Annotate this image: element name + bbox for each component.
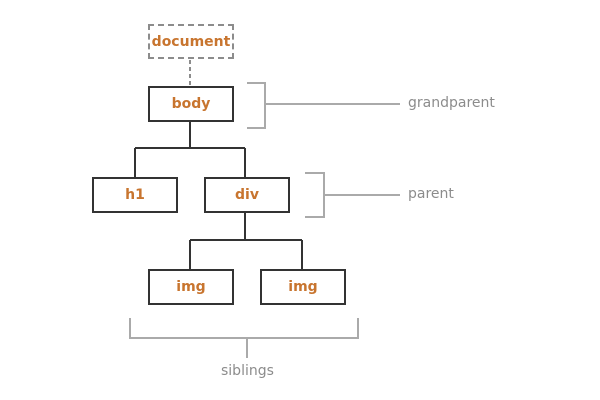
grandparent-label: grandparent [408, 95, 495, 111]
div-node: div [204, 177, 290, 213]
parent-label: parent [408, 186, 454, 202]
img-right-node: img [260, 269, 346, 305]
body-node: body [148, 86, 234, 122]
siblings-label: siblings [221, 363, 274, 379]
h1-node-label: h1 [125, 187, 145, 203]
img-right-node-label: img [288, 279, 318, 295]
img-left-node-label: img [176, 279, 206, 295]
grandparent-bracket [247, 82, 266, 129]
siblings-bracket [129, 318, 359, 339]
body-node-label: body [171, 96, 211, 112]
parent-bracket [305, 172, 325, 218]
div-node-label: div [235, 187, 259, 203]
h1-node: h1 [92, 177, 178, 213]
document-node: document [148, 24, 234, 59]
img-left-node: img [148, 269, 234, 305]
document-node-label: document [151, 33, 231, 50]
